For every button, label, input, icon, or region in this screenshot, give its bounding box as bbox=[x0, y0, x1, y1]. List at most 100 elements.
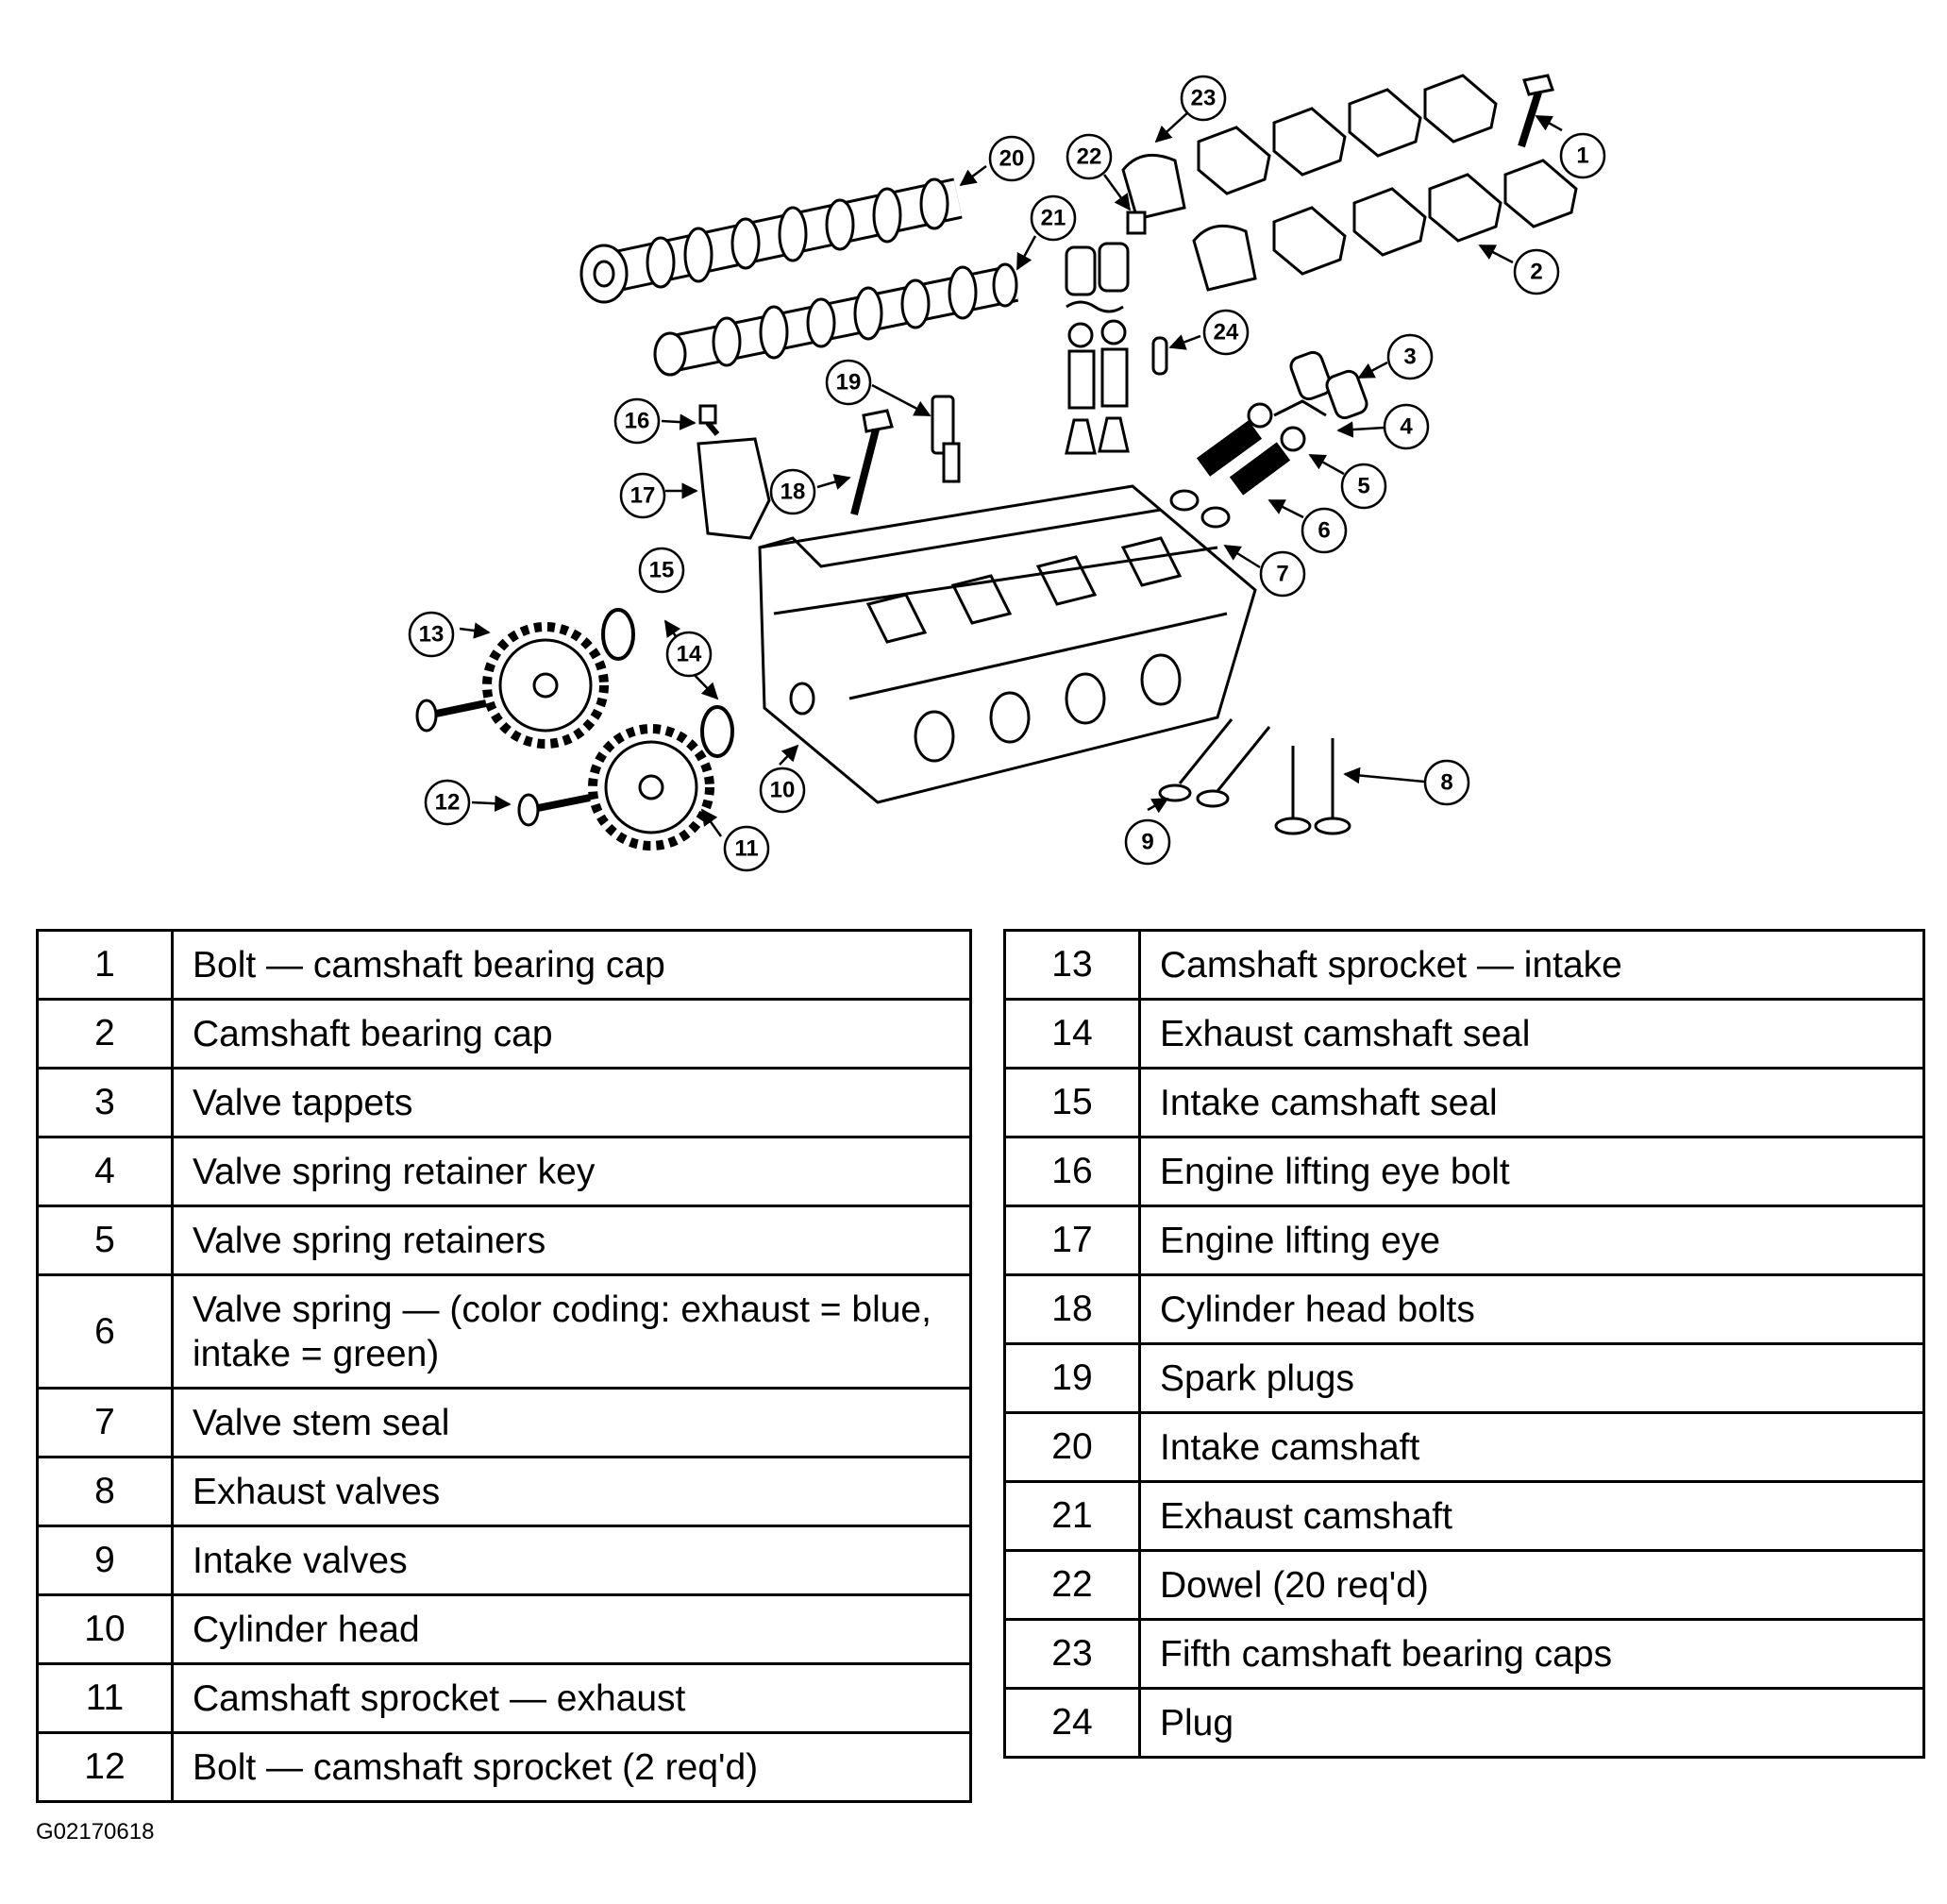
legend-description: Camshaft sprocket — intake bbox=[1138, 929, 1925, 1001]
callout-11: 11 bbox=[734, 836, 758, 862]
legend-description: Exhaust camshaft seal bbox=[1138, 998, 1925, 1070]
valve-stack-right bbox=[1169, 350, 1368, 529]
callout-19: 19 bbox=[836, 370, 862, 396]
callout-15: 15 bbox=[649, 558, 675, 583]
legend-number: 5 bbox=[36, 1205, 174, 1276]
callout-1: 1 bbox=[1576, 143, 1588, 169]
callout-5: 5 bbox=[1357, 474, 1369, 499]
valve-stack-left bbox=[1065, 242, 1130, 455]
legend-number: 17 bbox=[1003, 1205, 1141, 1276]
legend-description: Intake camshaft bbox=[1138, 1411, 1925, 1483]
intake-valves bbox=[1158, 718, 1271, 808]
callout-7: 7 bbox=[1276, 562, 1288, 587]
legend-number: 23 bbox=[1003, 1618, 1141, 1690]
callout-20: 20 bbox=[999, 146, 1025, 172]
exhaust-valves bbox=[1274, 738, 1351, 835]
callout-2: 2 bbox=[1530, 260, 1542, 285]
legend-number: 4 bbox=[36, 1136, 174, 1207]
figure-id: G02170618 bbox=[36, 1819, 155, 1845]
callout-21: 21 bbox=[1041, 206, 1066, 231]
legend-number: 3 bbox=[36, 1067, 174, 1138]
dowel bbox=[1126, 211, 1147, 235]
legend-number: 14 bbox=[1003, 998, 1141, 1070]
legend-description: Valve stem seal bbox=[171, 1387, 972, 1458]
intake-camshaft bbox=[579, 177, 963, 304]
legend-number: 19 bbox=[1003, 1342, 1141, 1414]
legend-number: 15 bbox=[1003, 1067, 1141, 1138]
legend-description: Valve spring retainer key bbox=[171, 1136, 972, 1207]
legend-number: 12 bbox=[36, 1731, 174, 1803]
legend-description: Cylinder head bolts bbox=[1138, 1273, 1925, 1345]
exploded-diagram: 1 2 3 4 5 6 7 8 9 10 11 12 13 14 15 16 1… bbox=[408, 74, 1606, 872]
legend-description: Valve spring — (color coding: exhaust = … bbox=[171, 1273, 972, 1390]
legend-description: Engine lifting eye bolt bbox=[1138, 1136, 1925, 1207]
sprocket-bolt-lower bbox=[517, 793, 591, 827]
legend-description: Valve tappets bbox=[171, 1067, 972, 1138]
bearing-caps-row-upper bbox=[1121, 74, 1498, 221]
legend-number: 13 bbox=[1003, 929, 1141, 1001]
legend-number: 21 bbox=[1003, 1480, 1141, 1552]
legend-number: 16 bbox=[1003, 1136, 1141, 1207]
legend-number: 1 bbox=[36, 929, 174, 1001]
callout-17: 17 bbox=[630, 483, 656, 509]
callout-9: 9 bbox=[1141, 830, 1153, 855]
callout-8: 8 bbox=[1440, 770, 1452, 796]
legend-number: 24 bbox=[1003, 1687, 1141, 1759]
legend-number: 8 bbox=[36, 1456, 174, 1527]
legend-description: Plug bbox=[1138, 1687, 1925, 1759]
legend-number: 6 bbox=[36, 1273, 174, 1390]
legend-description: Valve spring retainers bbox=[171, 1205, 972, 1276]
callout-3: 3 bbox=[1403, 345, 1416, 370]
legend-number: 22 bbox=[1003, 1549, 1141, 1621]
callout-6: 6 bbox=[1318, 518, 1330, 544]
intake-camshaft-seal bbox=[601, 608, 635, 661]
callout-10: 10 bbox=[770, 778, 796, 803]
legend-description: Camshaft bearing cap bbox=[171, 998, 972, 1070]
legend-description: Exhaust camshaft bbox=[1138, 1480, 1925, 1552]
callout-12: 12 bbox=[435, 790, 461, 816]
callout-22: 22 bbox=[1077, 144, 1102, 170]
cylinder-head bbox=[758, 484, 1257, 804]
exhaust-camshaft-seal bbox=[700, 705, 734, 758]
lifting-eye bbox=[697, 437, 771, 540]
callout-4: 4 bbox=[1400, 414, 1413, 440]
legend-description: Dowel (20 req'd) bbox=[1138, 1549, 1925, 1621]
legend-description: Exhaust valves bbox=[171, 1456, 972, 1527]
exhaust-camshaft bbox=[653, 262, 1019, 377]
callout-13: 13 bbox=[419, 622, 445, 648]
legend-description: Camshaft sprocket — exhaust bbox=[171, 1662, 972, 1734]
callout-24: 24 bbox=[1214, 320, 1239, 345]
callout-23: 23 bbox=[1191, 86, 1217, 111]
bearing-cap-bolt bbox=[1518, 74, 1554, 148]
callout-18: 18 bbox=[780, 480, 806, 505]
legend-number: 10 bbox=[36, 1593, 174, 1665]
legend-description: Engine lifting eye bbox=[1138, 1205, 1925, 1276]
exhaust-sprocket bbox=[588, 724, 714, 851]
legend-description: Spark plugs bbox=[1138, 1342, 1925, 1414]
legend-number: 11 bbox=[36, 1662, 174, 1734]
legend-description: Fifth camshaft bearing caps bbox=[1138, 1618, 1925, 1690]
intake-sprocket bbox=[482, 622, 609, 749]
